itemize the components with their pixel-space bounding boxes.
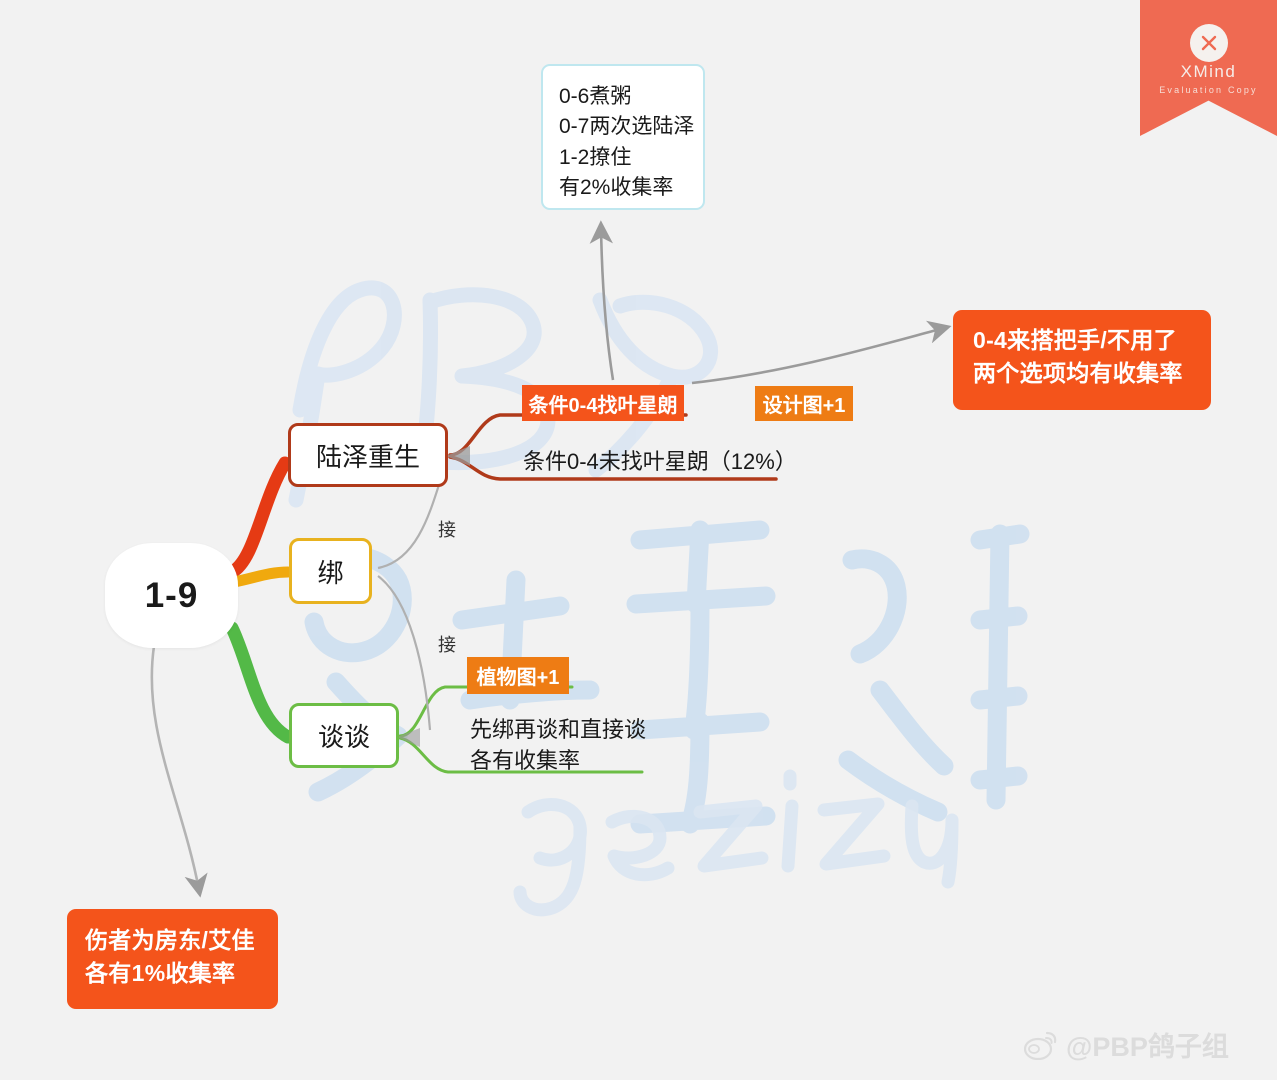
- branch-junction-luze: [446, 446, 470, 466]
- branch-label-green-note[interactable]: 先绑再谈和直接谈 各有收集率: [470, 714, 646, 776]
- branch-label-green-note-line2: 各有收集率: [470, 748, 581, 774]
- branch-line-bang: [228, 566, 294, 588]
- xmind-evaluation-ribbon: XMind Evaluation Copy: [1140, 0, 1277, 136]
- branch-line-luze: [225, 456, 292, 579]
- xmind-x-icon: [1190, 24, 1228, 62]
- chip-design-drawing-plus-one[interactable]: 设计图+1: [755, 386, 853, 421]
- ribbon-background: [1140, 0, 1277, 136]
- topic-node-bang[interactable]: 绑: [289, 538, 372, 604]
- relationship-label-jie-lower[interactable]: 接: [438, 635, 456, 655]
- central-topic-node[interactable]: 1-9: [105, 543, 238, 648]
- callout-orange-right-line-1: 0-4来搭把手/不用了: [973, 327, 1177, 353]
- weibo-watermark: @PBP鸽子组: [1024, 1025, 1229, 1064]
- callout-blue-line-1: 0-6煮粥: [559, 85, 632, 108]
- relationship-label-jie-upper[interactable]: 接: [438, 520, 456, 540]
- ribbon-title: XMind: [1180, 62, 1237, 81]
- callout-blue-line-3: 1-2撩住: [559, 145, 632, 169]
- callout-orange-bottom-line-2: 各有1%收集率: [85, 960, 236, 987]
- arrow-to-blue-note: [589, 220, 615, 381]
- callout-blue-line-2: 0-7两次选陆泽: [559, 115, 695, 139]
- chip-plant-drawing-plus-one[interactable]: 植物图+1: [467, 657, 569, 694]
- callout-orange-right-line-2: 两个选项均有收集率: [973, 360, 1183, 387]
- topic-node-tantan[interactable]: 谈谈: [289, 703, 399, 768]
- callout-orange-bottom-line-1: 伤者为房东/艾佳: [85, 927, 255, 953]
- branch-label-condition-not-found[interactable]: 条件0-4未找叶星朗（12%）: [523, 449, 797, 474]
- branch-line-tantan: [225, 621, 295, 744]
- branch-label-green-note-line1: 先绑再谈和直接谈: [470, 717, 647, 742]
- weibo-handle: @PBP鸽子组: [1066, 1032, 1229, 1062]
- callout-blue-note[interactable]: 0-6煮粥 0-7两次选陆泽 1-2撩住 有2%收集率: [541, 64, 705, 210]
- ribbon-subtitle: Evaluation Copy: [1159, 85, 1258, 95]
- branch-junction-tantan: [397, 728, 420, 747]
- callout-orange-bottom-note[interactable]: 伤者为房东/艾佳 各有1%收集率: [67, 909, 278, 1009]
- chip-condition-found-ye-xing-lang[interactable]: 条件0-4找叶星朗: [522, 385, 684, 421]
- callout-orange-right-note[interactable]: 0-4来搭把手/不用了 两个选项均有收集率: [953, 310, 1211, 410]
- callout-blue-line-4: 有2%收集率: [559, 176, 674, 200]
- weibo-icon: [1024, 1031, 1057, 1060]
- xmind-x-glyph: [1201, 35, 1217, 51]
- arrow-to-orange-right-note: [691, 320, 952, 385]
- topic-node-luze-rebirth[interactable]: 陆泽重生: [288, 423, 448, 487]
- arrow-to-orange-bottom-note: [150, 645, 208, 898]
